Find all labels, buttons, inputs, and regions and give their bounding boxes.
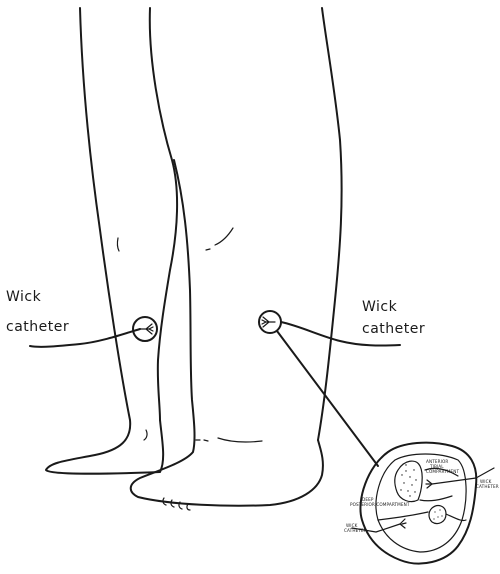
left-leg xyxy=(46,8,177,474)
fibula-bone xyxy=(429,506,446,524)
right-wick-catheter: Wick catheter xyxy=(259,299,425,346)
deep-posterior-compartment-label: DEEP POSTERIOR COMPARTMENT xyxy=(350,497,410,507)
inset-wick-catheter-right-label: WICK CATHETER xyxy=(476,479,499,489)
tibia-stipple xyxy=(400,464,416,496)
leg-cross-section-inset: ANTERIOR TIBIAL COMPARTMENT DEEP POSTERI… xyxy=(344,443,499,564)
anterior-tibial-compartment-label: ANTERIOR TIBIAL COMPARTMENT xyxy=(426,459,460,474)
tibia-bone xyxy=(395,461,422,502)
right-catheter-label: Wick catheter xyxy=(362,299,425,337)
left-wick-catheter: Wick catheter xyxy=(6,289,157,347)
left-catheter-label: Wick catheter xyxy=(6,289,69,335)
inset-pointer-line xyxy=(277,331,378,466)
